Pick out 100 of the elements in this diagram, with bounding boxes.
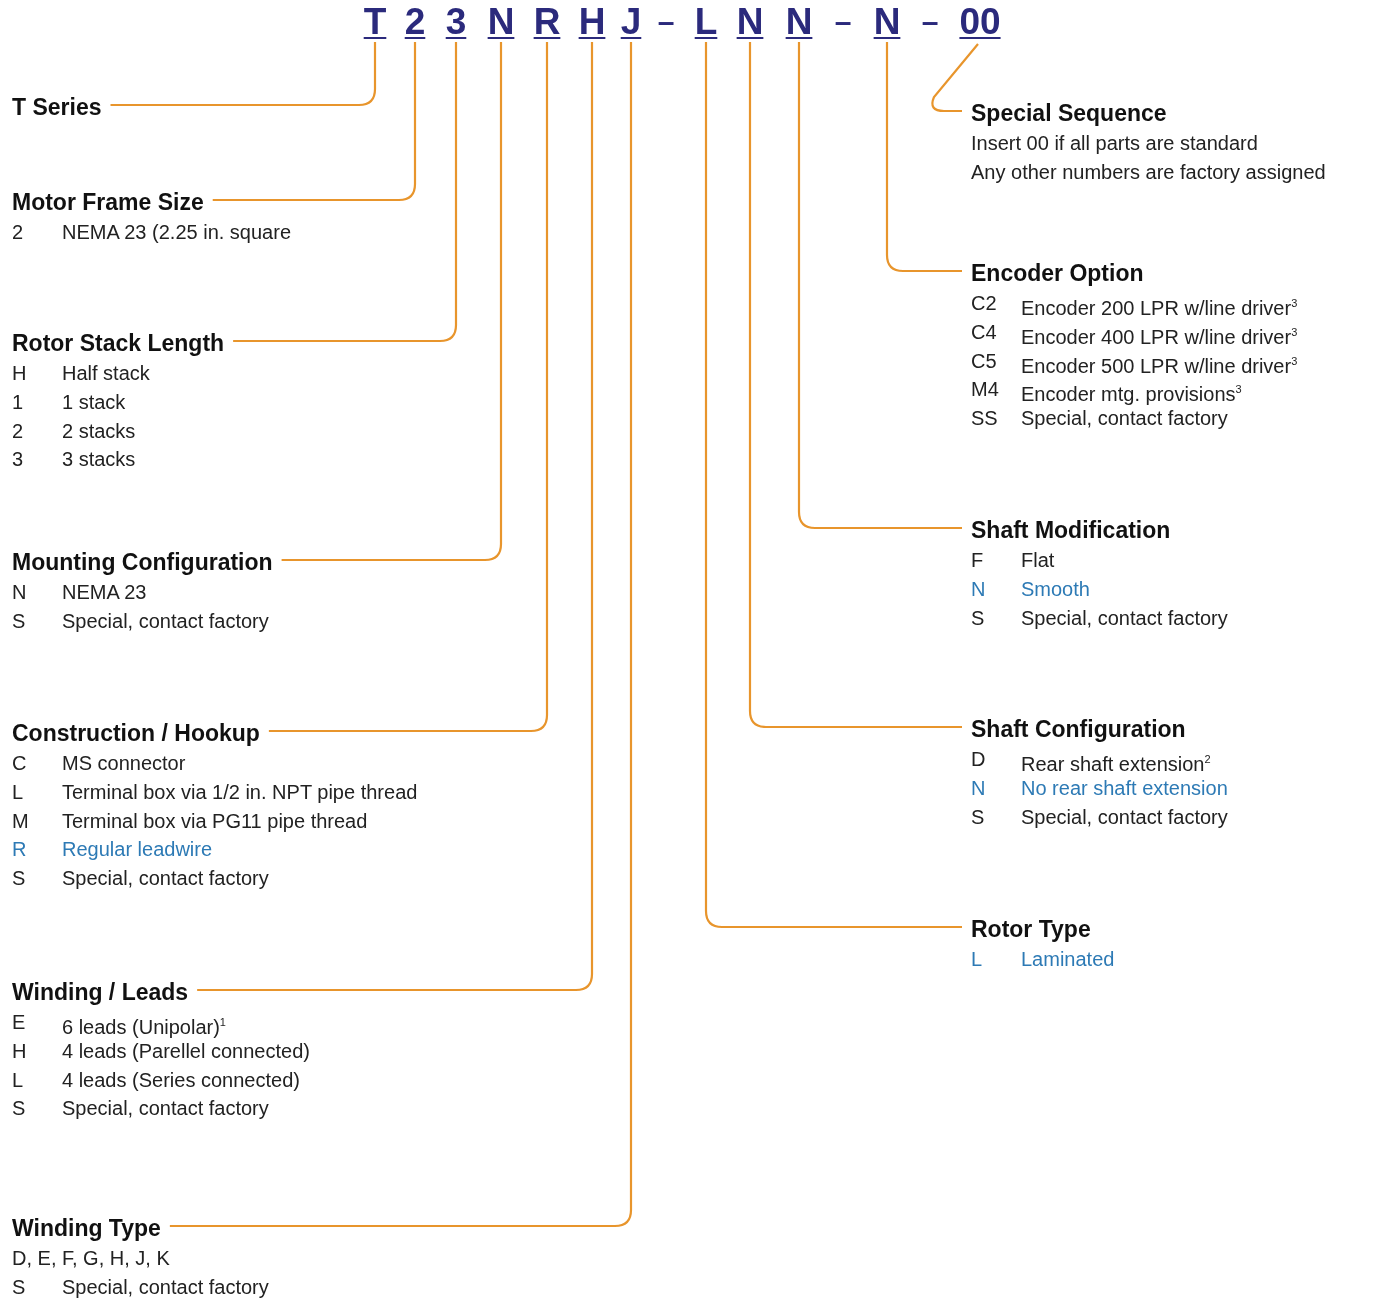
leader-line [197, 42, 594, 992]
option-description: Insert 00 if all parts are standard [971, 131, 1258, 155]
option-code: S [12, 608, 26, 633]
option-description: Smooth [1021, 576, 1090, 601]
option-description: Laminated [1021, 947, 1115, 971]
option-description: Special, contact factory [1021, 406, 1228, 431]
section-heading: Mounting Configuration [12, 548, 282, 576]
option-description: Encoder 500 LPR w/line driver$^{3}$ [1021, 353, 1298, 378]
option-description: 2 stacks [62, 418, 136, 443]
option-description: 4 leads (Parellel connected) [62, 1038, 310, 1063]
option-code: L [12, 1067, 24, 1092]
leader-line [704, 42, 962, 929]
option-description: Terminal box via 1/2 in. NPT pipe thread [62, 779, 418, 804]
option-code: H [12, 1038, 27, 1063]
option-code: M [12, 808, 29, 833]
section-heading: T Series [12, 93, 111, 121]
code-letter: T [363, 2, 387, 42]
section-heading: Special Sequence [962, 99, 1167, 127]
section-heading: Construction / Hookup [12, 719, 269, 747]
option-description: D, E, F, G, H, J, K [12, 1246, 170, 1270]
option-description: Special, contact factory [62, 608, 269, 633]
section-heading: Shaft Configuration [962, 715, 1186, 743]
option-description: Any other numbers are factory assigned [971, 159, 1326, 184]
option-description: Terminal box via PG11 pipe thread [62, 808, 368, 833]
section-heading: Motor Frame Size [12, 188, 213, 216]
option-code: L [12, 779, 24, 804]
code-letter: R [533, 2, 561, 42]
option-code: N [971, 775, 986, 800]
section-heading: Shaft Modification [962, 516, 1171, 544]
option-description: Rear shaft extension$^{2}$ [1021, 751, 1211, 776]
option-description: Special, contact factory [62, 866, 269, 891]
code-letter: 2 [404, 2, 426, 42]
option-code: C2 [971, 291, 997, 315]
option-code: E [12, 1010, 26, 1034]
leader-line [797, 42, 962, 530]
section-heading: Winding Type [12, 1214, 170, 1242]
option-description: Special, contact factory [62, 1096, 269, 1121]
option-code: 3 [12, 447, 24, 472]
option-code: 2 [12, 220, 24, 244]
option-code: S [971, 804, 985, 829]
option-code: S [971, 605, 985, 630]
leader-line [212, 42, 417, 202]
option-description: Half stack [62, 361, 150, 385]
option-code: D [971, 747, 986, 771]
option-description: 4 leads (Series connected) [62, 1067, 300, 1092]
leader-line [885, 42, 962, 273]
leader-line [931, 43, 979, 113]
leader-line [110, 42, 377, 107]
option-description: 3 stacks [62, 447, 136, 472]
code-letter: N [785, 2, 813, 42]
option-code: C5 [971, 348, 997, 373]
leader-line [748, 42, 962, 729]
code-letter: H [578, 2, 606, 42]
option-description: Special, contact factory [1021, 605, 1228, 630]
separator-dash: – [834, 4, 852, 40]
leader-line [268, 42, 549, 733]
option-description: Encoder 200 LPR w/line driver$^{3}$ [1021, 295, 1298, 320]
option-code: H [12, 361, 27, 385]
option-code: 1 [12, 389, 24, 414]
option-code: C4 [971, 319, 997, 344]
section-heading: Encoder Option [962, 259, 1144, 287]
code-letter: N [873, 2, 901, 42]
leader-line [233, 42, 458, 343]
option-code: N [12, 580, 27, 604]
option-code: S [12, 1096, 26, 1121]
option-code: 2 [12, 418, 24, 443]
option-code: S [12, 866, 26, 891]
option-code: SS [971, 406, 998, 431]
code-letter: N [736, 2, 764, 42]
option-description: NEMA 23 [62, 580, 147, 604]
option-description: Special, contact factory [62, 1274, 269, 1298]
option-description: 6 leads (Unipolar)$^{1}$ [62, 1014, 226, 1039]
separator-dash: – [921, 4, 939, 40]
code-letter: N [487, 2, 515, 42]
option-code: R [12, 837, 27, 862]
option-description: No rear shaft extension [1021, 775, 1228, 800]
code-letter: L [694, 2, 718, 42]
option-description: NEMA 23 (2.25 in. square [62, 220, 291, 244]
code-letter: J [620, 2, 642, 42]
option-code: C [12, 751, 27, 775]
option-description: Flat [1021, 548, 1055, 572]
section-heading: Rotor Stack Length [12, 329, 234, 357]
option-code: L [971, 947, 983, 971]
option-code: S [12, 1274, 26, 1298]
code-letter: 3 [445, 2, 467, 42]
code-letter: 00 [959, 2, 1001, 42]
option-code: M4 [971, 377, 999, 402]
option-description: Encoder 400 LPR w/line driver$^{3}$ [1021, 324, 1298, 349]
option-description: MS connector [62, 751, 186, 775]
option-code: N [971, 576, 986, 601]
option-code: F [971, 548, 984, 572]
option-description: Special, contact factory [1021, 804, 1228, 829]
option-description: 1 stack [62, 389, 126, 414]
leader-line [169, 42, 633, 1228]
option-description: Regular leadwire [62, 837, 213, 862]
section-heading: Winding / Leads [12, 978, 198, 1006]
option-description: Encoder mtg. provisions$^{3}$ [1021, 382, 1242, 407]
leader-line [281, 42, 503, 562]
section-heading: Rotor Type [962, 915, 1091, 943]
separator-dash: – [657, 4, 675, 40]
